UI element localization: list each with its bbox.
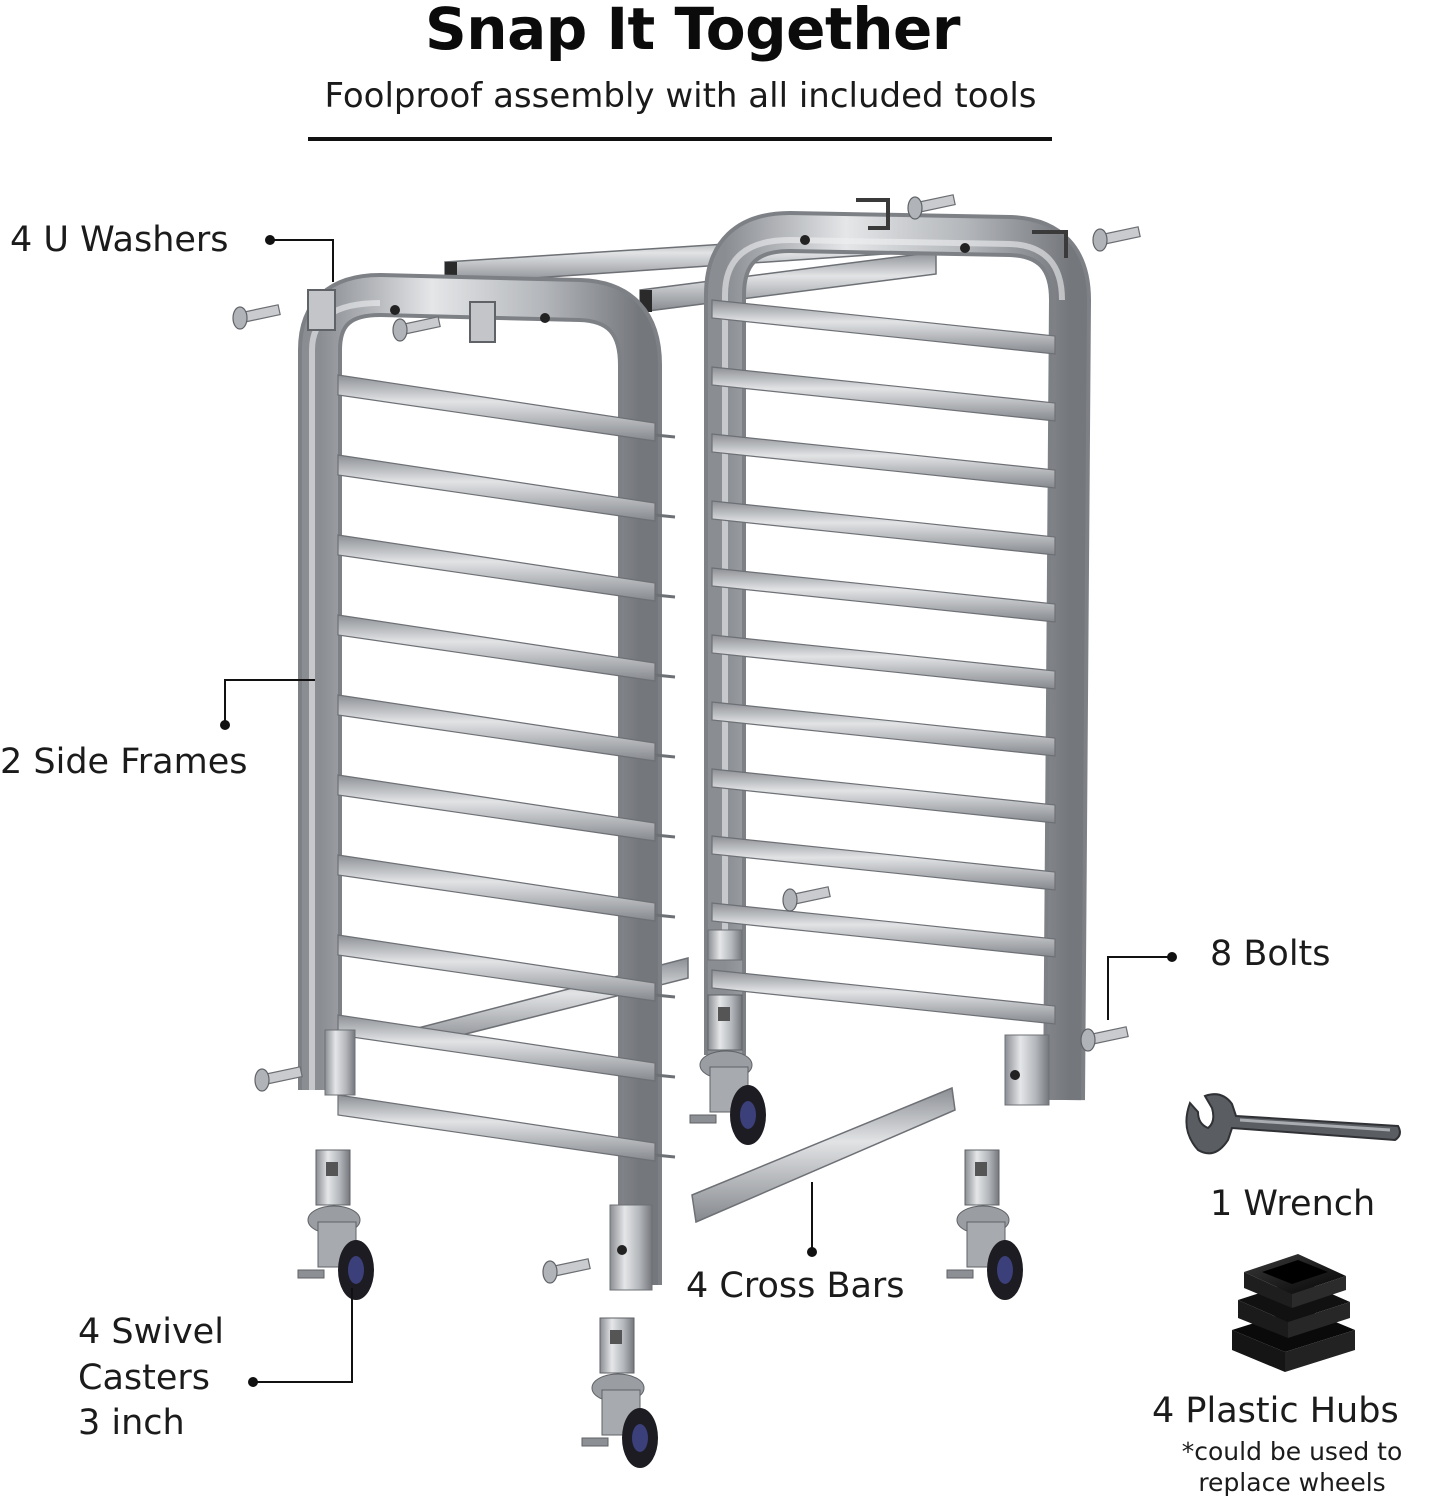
label-u-washers: 4 U Washers (10, 220, 229, 260)
loose-cross-bar (691, 1086, 956, 1224)
plastic-hub-icon (1232, 1254, 1355, 1372)
label-casters-line3: 3 inch (78, 1403, 185, 1443)
wrench-icon (1185, 1093, 1401, 1155)
label-cross-bars: 4 Cross Bars (686, 1266, 905, 1306)
page-title: Snap It Together (425, 0, 960, 63)
u-washer-icon (307, 198, 1068, 343)
label-wrench: 1 Wrench (1210, 1184, 1376, 1224)
callout-dots (220, 235, 1177, 1387)
side-frame-right (704, 210, 1092, 1106)
caster-icon (297, 994, 1023, 1468)
bolt-icon (232, 194, 1141, 1284)
label-bolts: 8 Bolts (1210, 934, 1331, 974)
page-subtitle: Foolproof assembly with all included too… (324, 76, 1037, 116)
callout-leaders (224, 239, 1172, 1383)
label-casters-line2: Casters (78, 1358, 211, 1398)
hubs-note-line1: *could be used to (1181, 1437, 1403, 1466)
label-casters-line1: 4 Swivel (78, 1312, 224, 1352)
side-frame-left (298, 272, 676, 1291)
hubs-note-line2: replace wheels (1198, 1468, 1386, 1497)
label-side-frames: 2 Side Frames (0, 742, 248, 782)
label-plastic-hubs: 4 Plastic Hubs (1152, 1391, 1399, 1431)
